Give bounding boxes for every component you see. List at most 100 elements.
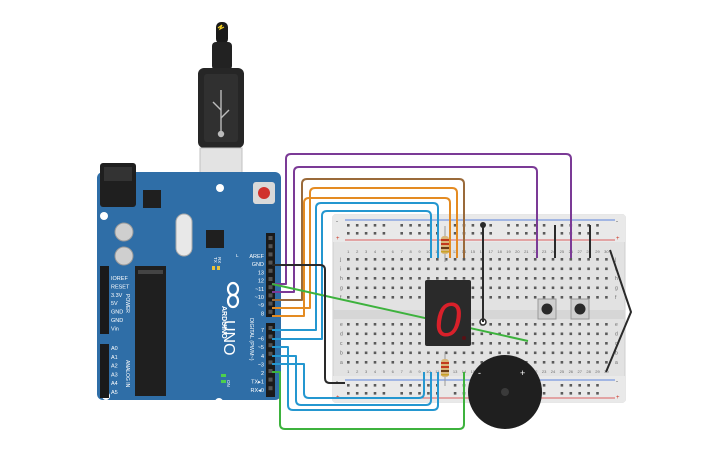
breadboard-hole[interactable] xyxy=(525,296,528,299)
breadboard-hole[interactable] xyxy=(498,267,501,271)
breadboard-hole[interactable] xyxy=(605,267,608,271)
header-pin[interactable] xyxy=(268,343,273,348)
breadboard-hole[interactable] xyxy=(605,342,608,345)
breadboard-hole[interactable] xyxy=(462,361,466,364)
breadboard-hole[interactable] xyxy=(560,267,564,271)
breadboard-hole[interactable] xyxy=(355,267,359,271)
wire-green-2[interactable] xyxy=(271,283,529,342)
rail-hole[interactable] xyxy=(560,232,564,235)
breadboard-hole[interactable] xyxy=(525,323,528,326)
rail-hole[interactable] xyxy=(418,384,421,387)
breadboard-hole[interactable] xyxy=(427,351,430,355)
breadboard-hole[interactable] xyxy=(587,351,590,355)
breadboard-hole[interactable] xyxy=(542,342,546,345)
breadboard-hole[interactable] xyxy=(569,267,573,271)
breadboard-hole[interactable] xyxy=(516,258,519,261)
rail-hole[interactable] xyxy=(400,224,403,227)
breadboard-hole[interactable] xyxy=(560,286,564,290)
breadboard-hole[interactable] xyxy=(347,277,350,280)
rail-hole[interactable] xyxy=(507,232,510,235)
breadboard-hole[interactable] xyxy=(578,267,581,271)
rail-hole[interactable] xyxy=(596,384,599,387)
breadboard-hole[interactable] xyxy=(489,267,492,271)
breadboard-hole[interactable] xyxy=(373,342,377,345)
rail-hole[interactable] xyxy=(427,224,430,227)
breadboard-hole[interactable] xyxy=(382,286,386,290)
breadboard-hole[interactable] xyxy=(364,296,368,299)
breadboard-hole[interactable] xyxy=(605,286,608,290)
breadboard-hole[interactable] xyxy=(436,258,439,261)
breadboard-hole[interactable] xyxy=(587,296,590,299)
breadboard-hole[interactable] xyxy=(409,351,412,355)
rail-hole[interactable] xyxy=(347,232,350,235)
rail-hole[interactable] xyxy=(409,224,412,227)
rail-hole[interactable] xyxy=(400,232,403,235)
breadboard-hole[interactable] xyxy=(578,323,581,326)
breadboard-hole[interactable] xyxy=(516,323,519,326)
rail-hole[interactable] xyxy=(596,232,599,235)
seven-segment-display[interactable]: 0 xyxy=(425,280,471,347)
breadboard-hole[interactable] xyxy=(507,277,510,280)
breadboard-hole[interactable] xyxy=(516,332,519,336)
breadboard-hole[interactable] xyxy=(525,351,528,355)
breadboard-hole[interactable] xyxy=(427,258,430,261)
breadboard-hole[interactable] xyxy=(418,361,421,364)
rail-hole[interactable] xyxy=(471,232,475,235)
breadboard-hole[interactable] xyxy=(347,323,350,326)
breadboard-hole[interactable] xyxy=(516,267,519,271)
rail-hole[interactable] xyxy=(453,224,457,227)
breadboard-hole[interactable] xyxy=(498,277,501,280)
header-pin[interactable] xyxy=(268,252,273,257)
header-pin[interactable] xyxy=(268,309,273,314)
breadboard-hole[interactable] xyxy=(516,277,519,280)
breadboard-hole[interactable] xyxy=(391,351,395,355)
breadboard-hole[interactable] xyxy=(355,296,359,299)
breadboard-hole[interactable] xyxy=(569,258,573,261)
rail-hole[interactable] xyxy=(587,384,590,387)
breadboard-hole[interactable] xyxy=(409,296,412,299)
rail-hole[interactable] xyxy=(569,384,573,387)
rail-hole[interactable] xyxy=(418,232,421,235)
breadboard-hole[interactable] xyxy=(605,277,608,280)
rail-hole[interactable] xyxy=(453,384,457,387)
breadboard-hole[interactable] xyxy=(542,351,546,355)
breadboard-hole[interactable] xyxy=(596,277,599,280)
rail-hole[interactable] xyxy=(480,232,484,235)
push-button-2[interactable] xyxy=(570,298,590,320)
rail-hole[interactable] xyxy=(525,224,528,227)
rail-hole[interactable] xyxy=(409,384,412,387)
breadboard-hole[interactable] xyxy=(364,342,368,345)
breadboard-hole[interactable] xyxy=(347,342,350,345)
rail-hole[interactable] xyxy=(364,224,368,227)
breadboard-hole[interactable] xyxy=(480,267,484,271)
breadboard-hole[interactable] xyxy=(480,351,484,355)
rail-hole[interactable] xyxy=(427,384,430,387)
breadboard-hole[interactable] xyxy=(507,351,510,355)
breadboard-hole[interactable] xyxy=(551,323,555,326)
breadboard-hole[interactable] xyxy=(409,277,412,280)
breadboard-hole[interactable] xyxy=(516,351,519,355)
wire-blue-2[interactable] xyxy=(272,210,432,340)
breadboard-hole[interactable] xyxy=(596,296,599,299)
breadboard-hole[interactable] xyxy=(444,267,448,271)
breadboard-hole[interactable] xyxy=(418,351,421,355)
breadboard-hole[interactable] xyxy=(480,361,484,364)
breadboard-hole[interactable] xyxy=(364,286,368,290)
breadboard-hole[interactable] xyxy=(489,277,492,280)
breadboard-hole[interactable] xyxy=(347,351,350,355)
breadboard-hole[interactable] xyxy=(471,332,475,336)
breadboard-hole[interactable] xyxy=(533,351,537,355)
breadboard-hole[interactable] xyxy=(373,267,377,271)
breadboard-hole[interactable] xyxy=(507,286,510,290)
breadboard-hole[interactable] xyxy=(427,277,430,280)
breadboard-hole[interactable] xyxy=(587,323,590,326)
breadboard-hole[interactable] xyxy=(382,361,386,364)
breadboard-hole[interactable] xyxy=(569,286,573,290)
breadboard-hole[interactable] xyxy=(427,267,430,271)
rail-hole[interactable] xyxy=(560,392,564,395)
breadboard-hole[interactable] xyxy=(551,332,555,336)
breadboard-hole[interactable] xyxy=(364,351,368,355)
rail-hole[interactable] xyxy=(587,232,590,235)
rail-hole[interactable] xyxy=(533,232,537,235)
breadboard-hole[interactable] xyxy=(400,332,403,336)
